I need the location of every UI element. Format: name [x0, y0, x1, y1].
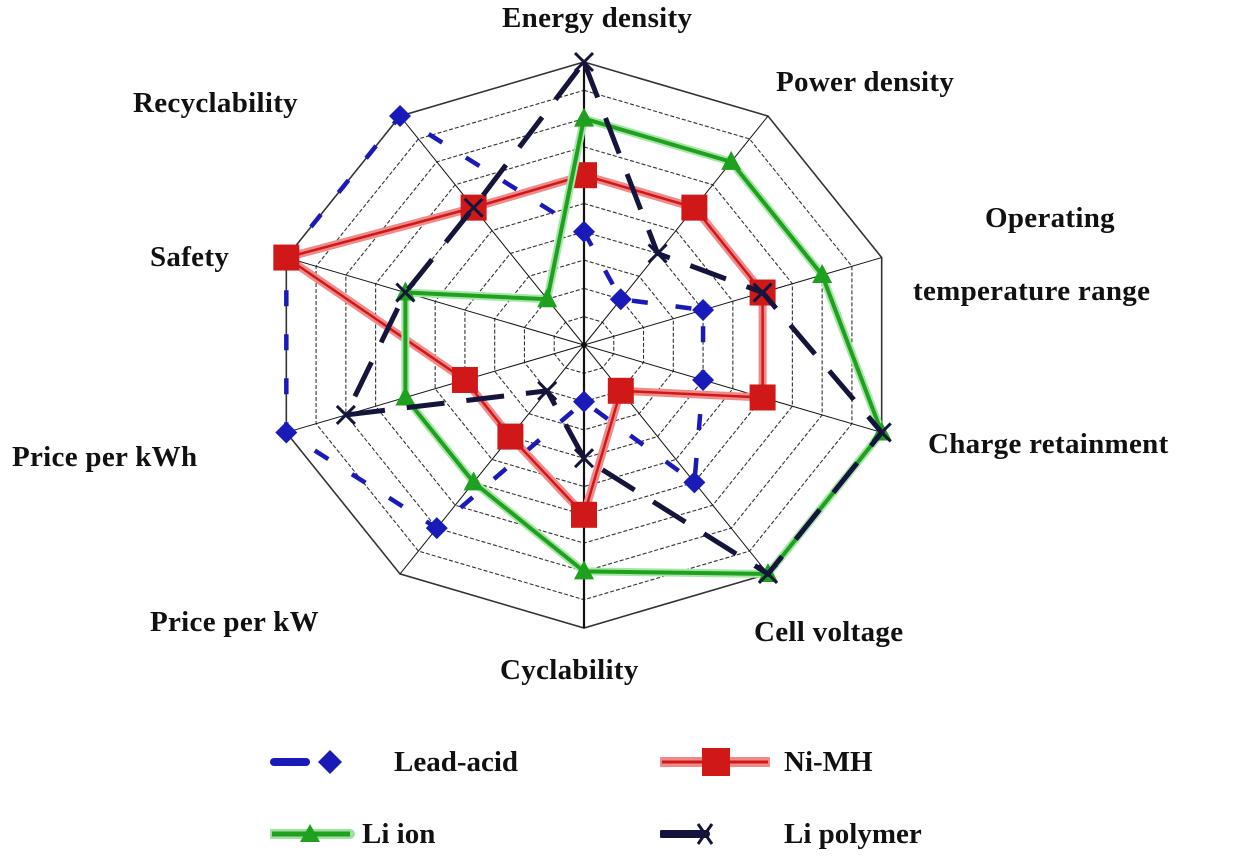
axis-spoke: [399, 115, 585, 346]
legend-item-lead-acid[interactable]: Lead-acid: [270, 742, 518, 782]
axis-label-safety: Safety: [150, 241, 230, 273]
legend-item-li-ion[interactable]: Li ion: [270, 814, 435, 854]
ni-mh-marker: [273, 244, 300, 271]
li-polymer-marker: [573, 51, 595, 73]
li-polymer-swatch-icon: [660, 823, 714, 845]
grid-ring: [434, 202, 734, 488]
li-polymer-marker: [395, 282, 416, 303]
lead-acid-marker: [275, 421, 298, 444]
lead-acid-marker: [683, 471, 706, 494]
li-polymer-marker: [871, 422, 892, 443]
lead-acid-marker: [692, 299, 715, 322]
ni-mh-marker: [607, 377, 634, 404]
axis-label-charge-retainment: Charge retainment: [928, 428, 1169, 460]
li-polymer-marker: [757, 563, 779, 585]
li-polymer-marker: [647, 243, 668, 264]
chart-legend: Lead-acid Ni-MH Li ion Li pol: [270, 742, 990, 852]
axis-label-price-per-kw: Price per kW: [150, 606, 319, 638]
legend-label: Ni-MH: [784, 745, 873, 778]
li-ion-marker: [812, 264, 833, 284]
legend-label: Li ion: [362, 817, 436, 850]
axis-spoke: [286, 344, 585, 433]
axis-label-cyclability: Cyclability: [500, 654, 639, 686]
axis-spoke: [583, 115, 769, 346]
legend-label: Li polymer: [784, 817, 922, 850]
legend-label: Lead-acid: [394, 745, 519, 778]
lead-acid-marker: [573, 390, 595, 413]
axis-label-operating-line2: temperature range: [913, 275, 1151, 307]
lead-acid-marker: [692, 368, 715, 391]
li-polymer-marker: [573, 448, 595, 469]
axis-label-cell-voltage: Cell voltage: [754, 616, 904, 648]
li-ion-swatch-icon: [270, 824, 355, 842]
li-polymer-marker: [752, 282, 773, 303]
li-ion-marker: [721, 150, 742, 170]
axis-label-power-density: Power density: [776, 66, 955, 98]
ni-mh-marker: [681, 194, 708, 221]
axis-label-operating-line1: Operating: [985, 202, 1115, 234]
grid-ring: [523, 287, 645, 403]
li-ion-marker: [574, 560, 594, 580]
li-ion-marker: [537, 288, 558, 308]
series-li-polymer-line: [341, 56, 885, 578]
ni-mh-marker: [749, 384, 776, 411]
axis-label-energy-density: Energy density: [502, 2, 693, 34]
legend-item-li-polymer[interactable]: Li polymer: [660, 814, 922, 854]
legend-item-ni-mh[interactable]: Ni-MH: [660, 742, 873, 782]
lead-acid-swatch-icon: [270, 750, 342, 774]
li-polymer-marker: [335, 404, 356, 426]
center-point: [581, 342, 587, 348]
series-lead-acid-line: [284, 113, 706, 531]
li-ion-marker: [463, 471, 484, 491]
li-ion-marker: [574, 107, 594, 127]
axis-spoke: [583, 344, 882, 433]
axis-label-price-per-kwh: Price per kWh: [12, 441, 198, 473]
ni-mh-marker: [497, 423, 524, 450]
lead-acid-marker: [425, 517, 448, 540]
ni-mh-swatch-icon: [660, 748, 770, 776]
axis-label-recyclability: Recyclability: [133, 87, 298, 119]
axis-spoke: [583, 257, 882, 346]
ni-mh-marker: [571, 501, 597, 528]
lead-acid-marker: [389, 105, 412, 128]
axis-spoke: [399, 344, 585, 575]
ni-mh-marker: [451, 366, 478, 393]
li-ion-marker: [395, 386, 416, 406]
lead-acid-marker: [573, 220, 595, 243]
li-polymer-marker: [463, 197, 484, 218]
axis-spoke: [286, 257, 585, 346]
lead-acid-marker: [609, 288, 632, 311]
li-polymer-marker: [537, 380, 558, 401]
